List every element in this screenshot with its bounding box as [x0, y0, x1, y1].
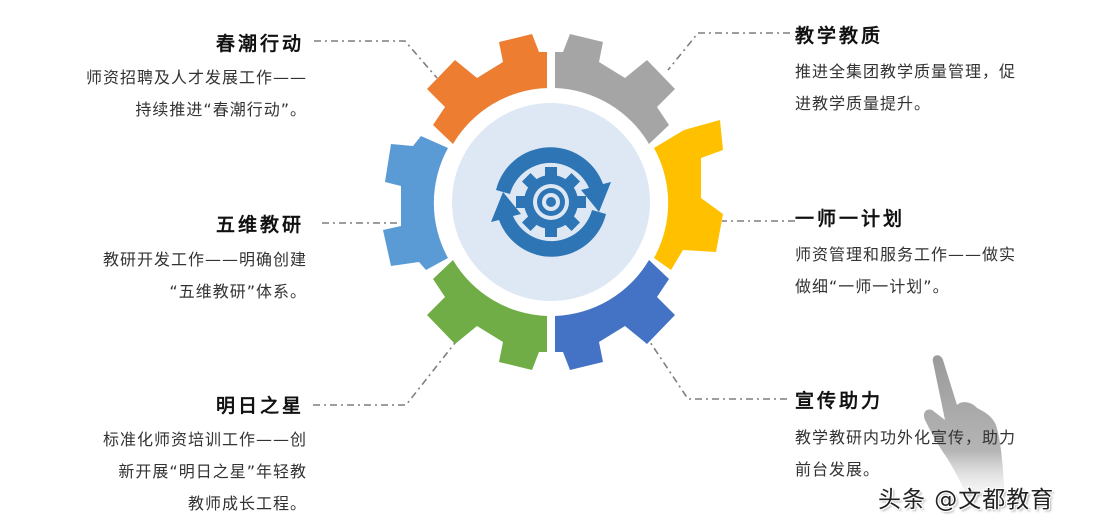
gear-cycle-icon	[491, 147, 611, 257]
item-title-mingri: 明日之星	[215, 395, 304, 417]
desc-line: 师资招聘及人才发展工作——	[85, 68, 307, 87]
desc-line: 标准化师资培训工作——创	[102, 430, 307, 449]
item-title-xuanchuan: 宣传助力	[795, 390, 884, 412]
watermark: 头条 @文都教育	[878, 487, 1055, 513]
item-desc-wuwei: 教研开发工作——明确创建 “五维教研”体系。	[103, 244, 307, 308]
gear-segment-light-blue	[383, 136, 448, 270]
desc-line: 教师成长工程。	[187, 494, 307, 513]
item-desc-mingri: 标准化师资培训工作——创 新开展“明日之星”年轻教 教师成长工程。	[103, 424, 307, 520]
connector-jiaoxue	[667, 32, 790, 71]
item-title-wuwei: 五维教研	[215, 214, 304, 236]
connector-chunchao	[314, 40, 438, 79]
gear-segment-green	[427, 260, 547, 370]
pointing-hand-icon	[923, 355, 1005, 515]
gear-segment-dark-blue	[555, 260, 675, 370]
gear-segment-gray	[555, 34, 675, 144]
item-title-chunchao: 春潮行动	[215, 33, 304, 55]
item-desc-yishi: 师资管理和服务工作——做实 做细“一师一计划”。	[795, 239, 1016, 303]
desc-line: 新开展“明日之星”年轻教	[118, 462, 307, 481]
item-title-jiaoxue: 教学教质	[795, 25, 884, 47]
gear-segment-yellow	[654, 120, 723, 270]
desc-line: 前台发展。	[795, 460, 881, 479]
desc-line: 师资管理和服务工作——做实	[795, 245, 1017, 264]
desc-line: 进教学质量提升。	[795, 94, 932, 113]
desc-line: 教学教研内功外化宣传，助力	[795, 428, 1017, 447]
item-desc-xuanchuan: 教学教研内功外化宣传，助力 前台发展。	[795, 422, 1016, 486]
desc-line: “五维教研”体系。	[169, 282, 307, 301]
connector-lines	[313, 32, 795, 406]
item-title-yishi: 一师一计划	[795, 208, 906, 230]
desc-line: 持续推进“春潮行动”。	[135, 100, 307, 119]
desc-line: 做细“一师一计划”。	[795, 277, 950, 296]
desc-line: 教研开发工作——明确创建	[102, 250, 307, 269]
item-desc-jiaoxue: 推进全集团教学质量管理，促 进教学质量提升。	[795, 56, 1016, 120]
desc-line: 推进全集团教学质量管理，促	[795, 62, 1017, 81]
item-desc-chunchao: 师资招聘及人才发展工作—— 持续推进“春潮行动”。	[86, 62, 307, 126]
gear-segment-orange	[427, 34, 547, 144]
